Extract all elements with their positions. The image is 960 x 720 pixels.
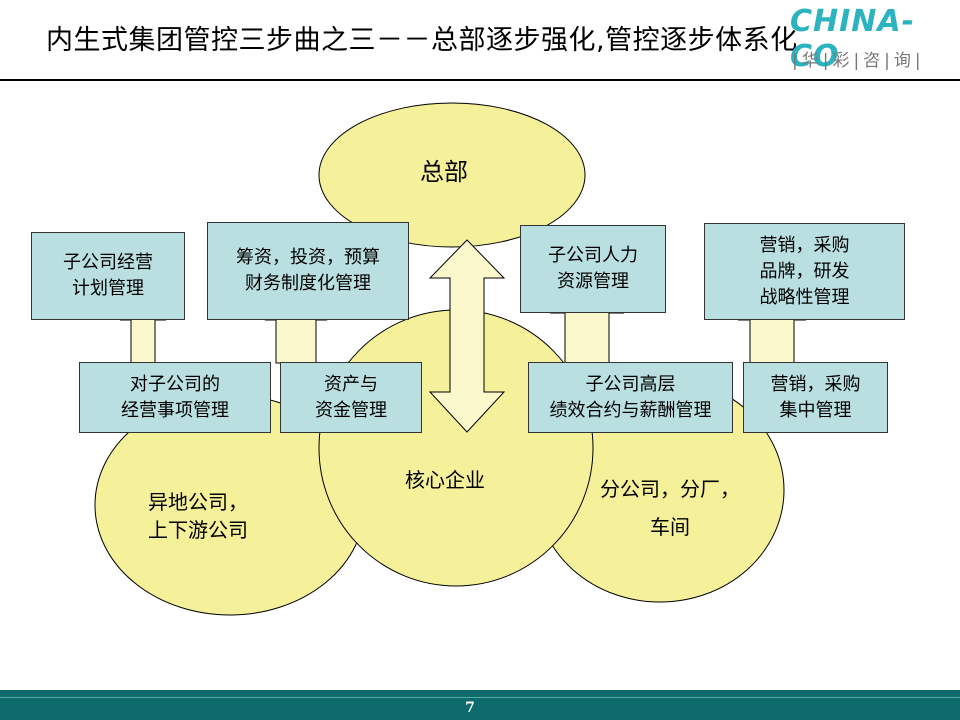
logo-subtitle: |华|彩|咨|询| xyxy=(792,51,925,71)
page-title: 内生式集团管控三步曲之三－－总部逐步强化,管控逐步体系化 xyxy=(46,25,798,56)
footer-bar xyxy=(0,690,960,720)
branch-factories-label: 分公司，分厂， 车间 xyxy=(600,477,740,539)
top-box-hr: 子公司人力 资源管理 xyxy=(520,225,666,313)
bottom-box-operations: 对子公司的 经营事项管理 xyxy=(79,362,271,433)
bottom-box-assets: 资产与 资金管理 xyxy=(280,362,422,433)
bottom-box-executive-pay: 子公司高层 绩效合约与薪酬管理 xyxy=(528,362,733,433)
title-divider xyxy=(0,79,960,81)
hq-label: 总部 xyxy=(420,158,468,186)
page-number: 7 xyxy=(465,700,475,716)
top-box-strategy: 营销，采购 品牌，研发 战略性管理 xyxy=(704,223,905,320)
ellipse-hq xyxy=(318,102,586,248)
top-box-business-plan: 子公司经营 计划管理 xyxy=(31,232,185,320)
core-enterprise-label: 核心企业 xyxy=(405,468,485,492)
company-logo: CHINA-CO |华|彩|咨|询| xyxy=(790,4,960,74)
logo-text: CHINA-CO xyxy=(790,4,916,74)
remote-companies-label: 异地公司， 上下游公司 xyxy=(148,490,248,542)
bottom-box-centralized: 营销，采购 集中管理 xyxy=(743,362,888,433)
double-arrow xyxy=(428,239,506,433)
footer-line xyxy=(0,697,960,698)
top-box-finance: 筹资，投资，预算 财务制度化管理 xyxy=(207,222,409,320)
